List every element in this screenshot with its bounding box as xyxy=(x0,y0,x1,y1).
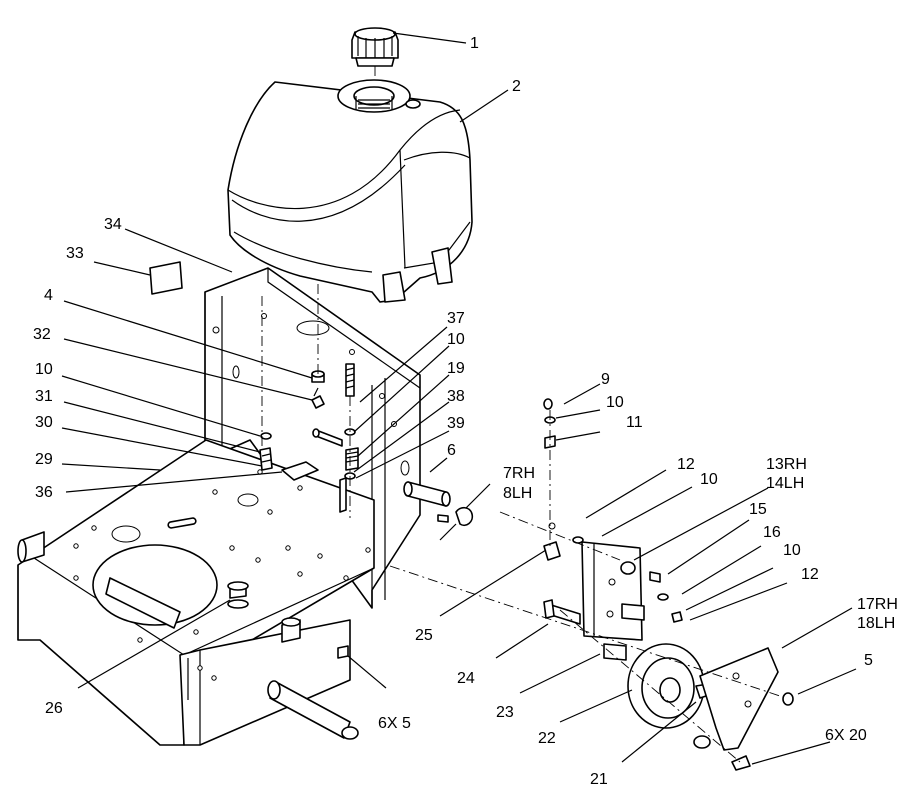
callout-1: 1 xyxy=(470,35,479,52)
callout-19: 19 xyxy=(447,360,465,377)
callout-33: 33 xyxy=(66,245,84,262)
callout-23: 23 xyxy=(496,704,514,721)
callout-15: 15 xyxy=(749,501,767,518)
callout-32: 32 xyxy=(33,326,51,343)
callout-13rh: 13RH xyxy=(766,456,807,473)
callout-18lh: 18LH xyxy=(857,615,895,632)
callout-37: 37 xyxy=(447,310,465,327)
callout-11: 11 xyxy=(626,414,643,431)
callout-10a: 10 xyxy=(447,331,465,348)
callout-10c: 10 xyxy=(606,394,624,411)
callout-10d: 10 xyxy=(700,471,718,488)
fuel-tank xyxy=(227,79,473,303)
leader-lines xyxy=(61,32,857,765)
callout-30: 30 xyxy=(35,414,53,431)
callout-25: 25 xyxy=(415,627,433,644)
callout-10e: 10 xyxy=(783,542,801,559)
callout-10b: 10 xyxy=(35,361,53,378)
callout-21: 21 xyxy=(590,771,608,788)
fuel-cap xyxy=(351,27,399,67)
callout-14lh: 14LH xyxy=(766,475,804,492)
callout-38: 38 xyxy=(447,388,465,405)
callout-22: 22 xyxy=(538,730,556,747)
callout-16: 16 xyxy=(763,524,781,541)
callout-39: 39 xyxy=(447,415,465,432)
callout-29: 29 xyxy=(35,451,53,468)
idler-assembly xyxy=(403,398,794,771)
center-lines xyxy=(261,284,781,763)
callout-7rh: 7RH xyxy=(503,465,535,482)
callout-24: 24 xyxy=(457,670,475,687)
callout-5: 5 xyxy=(864,652,873,669)
callout-6x20: 6X 20 xyxy=(825,727,867,744)
callout-6: 6 xyxy=(447,442,456,459)
callout-labels: 1 2 34 33 4 37 32 10 10 19 31 38 30 39 2… xyxy=(33,35,898,788)
callout-9: 9 xyxy=(601,371,610,388)
callout-17rh: 17RH xyxy=(857,596,898,613)
callout-36: 36 xyxy=(35,484,53,501)
callout-6x5: 6X 5 xyxy=(378,715,411,732)
callout-12b: 12 xyxy=(801,566,819,583)
callout-12a: 12 xyxy=(677,456,695,473)
callout-4: 4 xyxy=(44,287,53,304)
callout-8lh: 8LH xyxy=(503,485,532,502)
callout-34: 34 xyxy=(104,216,122,233)
frame-assembly xyxy=(17,267,421,746)
callout-26: 26 xyxy=(45,700,63,717)
callout-2: 2 xyxy=(512,78,521,95)
callout-31: 31 xyxy=(35,388,53,405)
